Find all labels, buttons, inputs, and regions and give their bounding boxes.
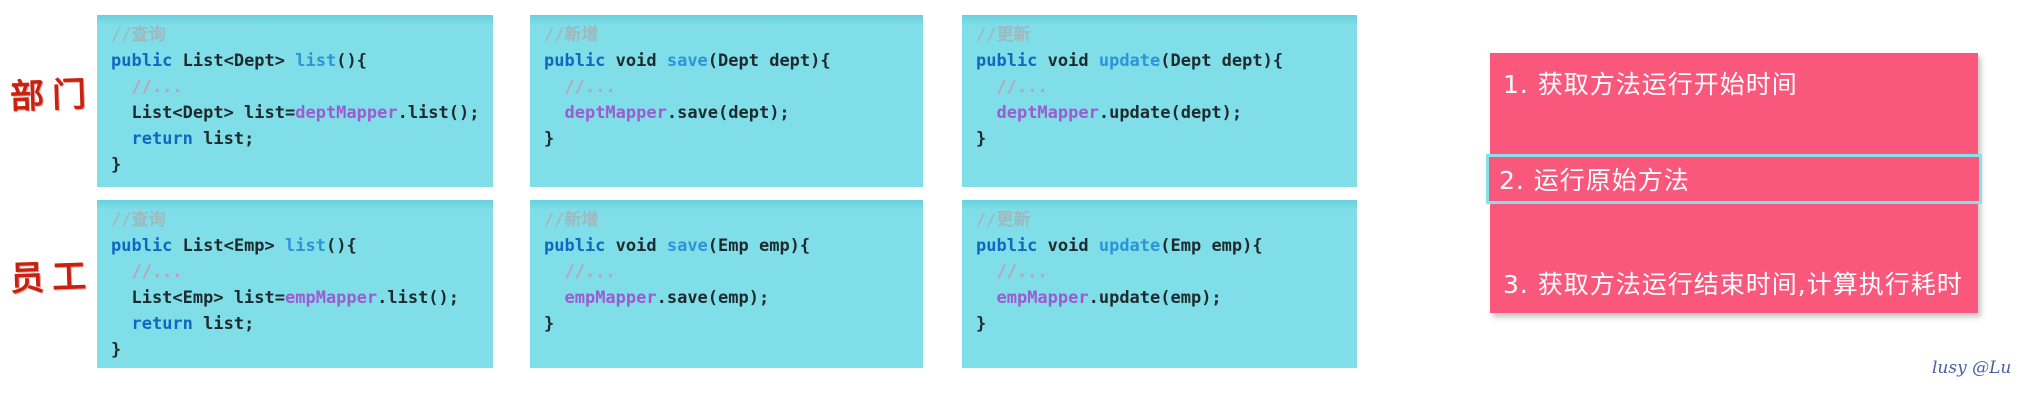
aop-steps-panel: 1. 获取方法运行开始时间 2. 运行原始方法 3. 获取方法运行结束时间,计算… bbox=[1486, 53, 1982, 313]
watermark-signature: lusy @Lu bbox=[1932, 358, 2012, 378]
code-block-dept-query: //查询 public List<Dept> list(){ //... List… bbox=[97, 15, 493, 187]
code-line: } bbox=[111, 155, 122, 175]
code-line: //... bbox=[544, 262, 616, 282]
step-2-label: 2. 运行原始方法 bbox=[1499, 166, 1690, 195]
code-line: } bbox=[976, 129, 987, 149]
code-line: empMapper.update(emp); bbox=[996, 288, 1222, 308]
code-line: List<Dept> list=deptMapper.list(); bbox=[111, 103, 480, 123]
code-line: //... bbox=[111, 262, 183, 282]
code-line: //... bbox=[976, 262, 1048, 282]
code-line: public void update(Emp emp){ bbox=[976, 236, 1263, 256]
step-2-highlight-box: 2. 运行原始方法 bbox=[1486, 154, 1982, 204]
code-line: //更新 bbox=[976, 210, 1031, 230]
code-line: empMapper.save(emp); bbox=[564, 288, 770, 308]
step-3-label: 3. 获取方法运行结束时间,计算执行耗时 bbox=[1503, 270, 1963, 299]
code-line: //查询 bbox=[111, 210, 166, 230]
row-label-emp: 员工 bbox=[9, 256, 95, 300]
code-line: //... bbox=[544, 77, 616, 97]
code-line: //... bbox=[976, 77, 1048, 97]
code-line: } bbox=[544, 314, 555, 334]
code-line: public void update(Dept dept){ bbox=[976, 51, 1284, 71]
code-line: public void save(Emp emp){ bbox=[544, 236, 811, 256]
code-line: deptMapper.update(dept); bbox=[996, 103, 1243, 123]
code-line: List<Emp> list=empMapper.list(); bbox=[111, 288, 460, 308]
code-line: return list; bbox=[131, 314, 255, 334]
code-line: //新增 bbox=[544, 210, 599, 230]
code-line: } bbox=[976, 314, 987, 334]
code-line: public void save(Dept dept){ bbox=[544, 51, 831, 71]
code-block-emp-query: //查询 public List<Emp> list(){ //... List<… bbox=[97, 200, 493, 368]
step-1-label: 1. 获取方法运行开始时间 bbox=[1503, 70, 1798, 99]
code-line: //新增 bbox=[544, 25, 599, 45]
code-line: return list; bbox=[131, 129, 255, 149]
code-line: } bbox=[111, 340, 122, 360]
code-line: //更新 bbox=[976, 25, 1031, 45]
code-line: //... bbox=[111, 77, 183, 97]
code-line: deptMapper.save(dept); bbox=[564, 103, 790, 123]
code-block-emp-save: //新增 public void save(Emp emp){ //... emp… bbox=[530, 200, 923, 368]
code-line: public List<Dept> list(){ bbox=[111, 51, 367, 71]
code-line: public List<Emp> list(){ bbox=[111, 236, 357, 256]
code-block-emp-update: //更新 public void update(Emp emp){ //... e… bbox=[962, 200, 1357, 368]
code-line: //查询 bbox=[111, 25, 166, 45]
code-block-dept-update: //更新 public void update(Dept dept){ //...… bbox=[962, 15, 1357, 187]
code-line: } bbox=[544, 129, 555, 149]
code-block-dept-save: //新增 public void save(Dept dept){ //... d… bbox=[530, 15, 923, 187]
row-label-dept: 部门 bbox=[9, 74, 95, 118]
